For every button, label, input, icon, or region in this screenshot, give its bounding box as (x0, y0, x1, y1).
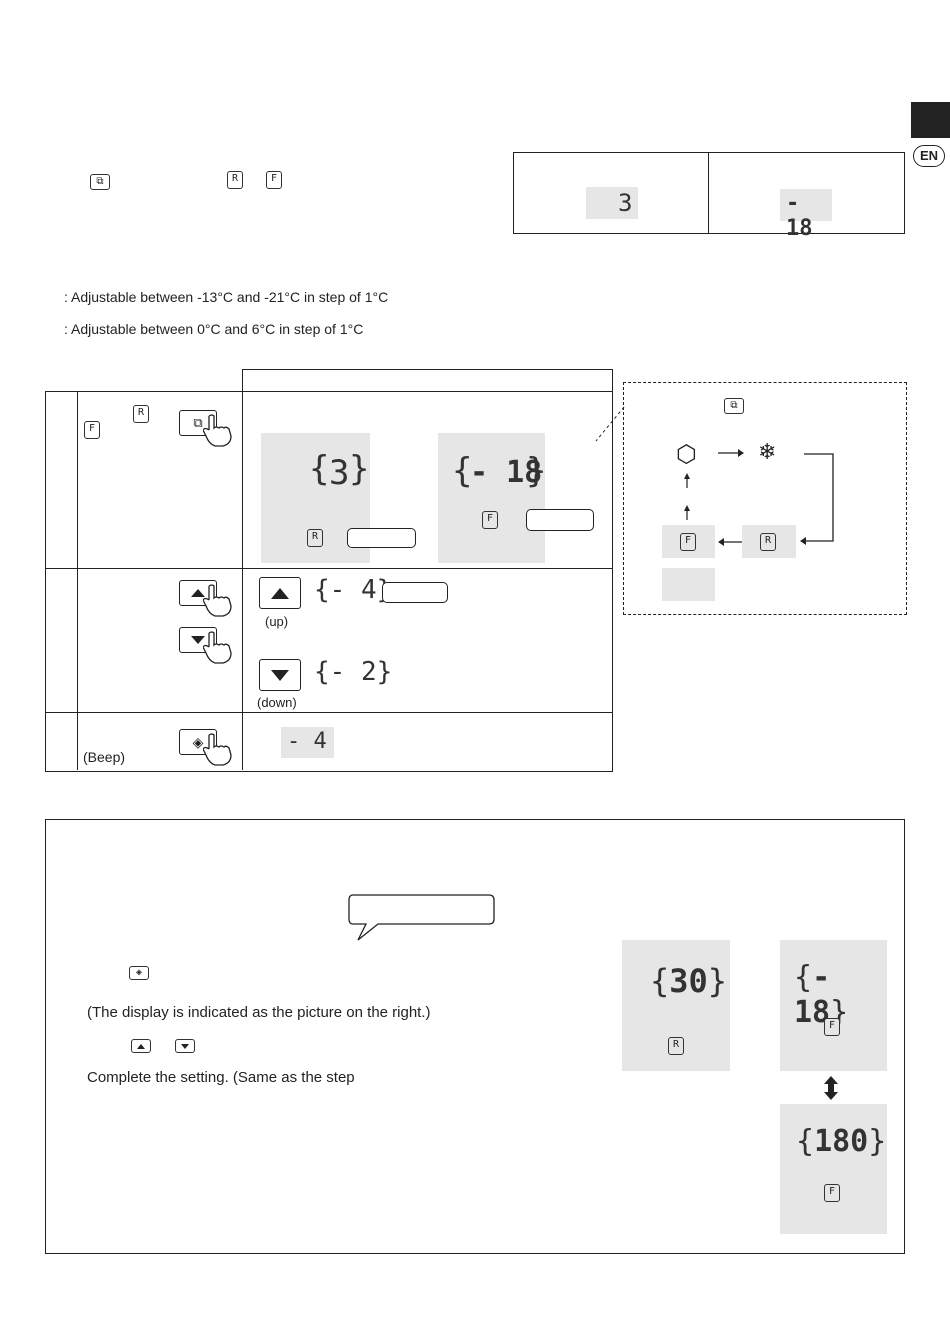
step1-r-key-icon: R (133, 405, 149, 423)
notice-freezer-f-icon: F (824, 1018, 840, 1036)
snowflake-icon: ❄ (758, 440, 777, 465)
notice-set-key-icon: ◈ (129, 966, 149, 980)
cycle-f-box: F (662, 525, 715, 558)
step1-fridge-display: { 3 } R (261, 433, 370, 563)
freezer-default-display: - 18 (780, 189, 832, 241)
hexagon-icon: ⬡ (676, 440, 697, 468)
cycle-connector (595, 406, 625, 442)
cycle-blank-box (662, 568, 715, 601)
step3-beep-label: (Beep) (83, 749, 126, 765)
notice-freezer-alt-f-icon: F (824, 1184, 840, 1202)
step1-freezer-callout (526, 509, 594, 531)
step2-up-key-icon (259, 577, 301, 609)
cycle-mode-key-icon: ⧉ (724, 398, 744, 414)
default-temp-table: 3 - 18 (513, 152, 905, 241)
step2-down-key-icon (259, 659, 301, 691)
notice-freezer-display: {- 18} F (780, 940, 887, 1071)
step2-down-hand-icon (203, 631, 232, 664)
cycle-r-box: R (742, 525, 796, 558)
step3-press-hand-icon (203, 733, 232, 766)
arrow-up-icon-2 (684, 505, 690, 520)
step1-press-hand-icon (203, 414, 232, 447)
notice-down-key-icon (175, 1039, 195, 1053)
fridge-default-display: 3 (586, 187, 638, 219)
step2-up-callout (382, 582, 448, 603)
steps-table (45, 369, 613, 772)
step2-down-display: {- 2} (314, 657, 393, 687)
fridge-range-text: : Adjustable between 0°C and 6°C in step… (64, 321, 364, 337)
step1-fridge-r-icon: R (307, 529, 323, 547)
arrow-up-icon-1 (684, 473, 690, 488)
notice-speech-bubble (348, 894, 495, 941)
notice-complete-text: Complete the setting. (Same as the step (87, 1069, 355, 1086)
step2-down-label: (down) (257, 695, 297, 710)
notice-up-key-icon (131, 1039, 151, 1053)
r-key-icon: R (227, 171, 243, 189)
notice-freezer-alt-display: {180} F (780, 1104, 887, 1234)
notice-display-text: (The display is indicated as the picture… (87, 1004, 431, 1021)
mode-cycle-box (623, 382, 907, 615)
cycle-r-icon: R (760, 533, 776, 551)
cycle-f-icon: F (680, 533, 696, 551)
step1-freezer-f-icon: F (482, 511, 498, 529)
notice-box (45, 819, 905, 1254)
freezer-range-text: : Adjustable between -13°C and -21°C in … (64, 289, 389, 305)
f-key-icon: F (266, 171, 282, 189)
step3-result-display: - 4 (281, 727, 334, 758)
step2-up-hand-icon (203, 584, 232, 617)
step1-f-key-icon: F (84, 421, 100, 439)
step2-up-display: {- 4} (314, 575, 392, 605)
toggle-arrow-icon (824, 1076, 838, 1100)
step1-fridge-callout (347, 528, 416, 548)
arrow-left-icon (718, 538, 742, 546)
notice-fridge-r-icon: R (668, 1037, 684, 1055)
step1-freezer-display: { - 18 } F (438, 433, 546, 563)
cycle-loop-arrow (800, 453, 834, 545)
mode-key-icon: ⧉ (90, 174, 110, 190)
language-badge: EN (913, 145, 945, 167)
step2-up-label: (up) (265, 614, 289, 629)
notice-fridge-display: {30} R (622, 940, 730, 1071)
language-tab (911, 102, 950, 138)
arrow-right-icon (718, 449, 744, 457)
